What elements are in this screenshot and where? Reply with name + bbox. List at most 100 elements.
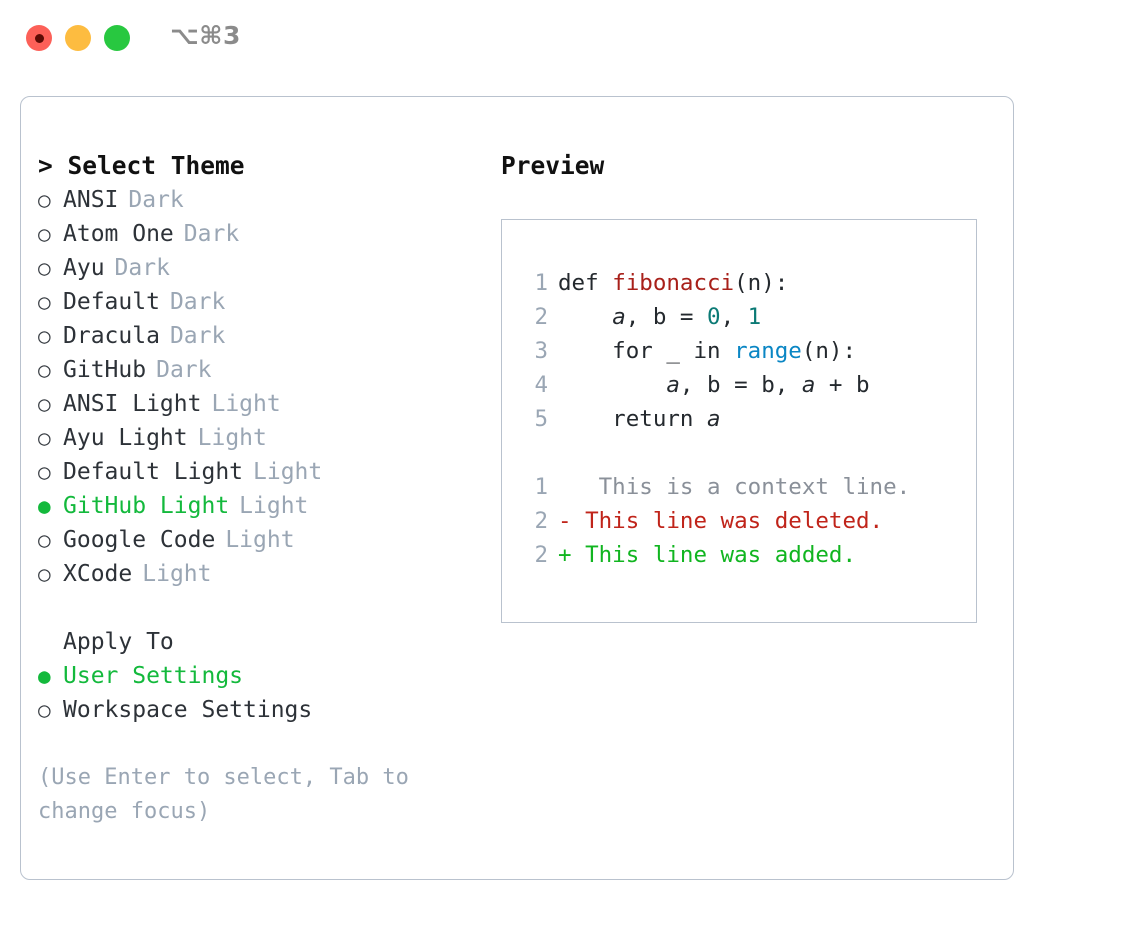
- code-token: 0: [707, 304, 721, 330]
- option-variant-tag: Light: [239, 493, 309, 519]
- radio-unselected-icon: ○: [38, 358, 51, 382]
- line-number: 2: [534, 304, 548, 330]
- option-variant-tag: Dark: [183, 221, 240, 247]
- maximize-button[interactable]: [104, 25, 130, 51]
- option-label: Ayu Light: [63, 425, 188, 451]
- radio-unselected-icon: ○: [38, 698, 51, 722]
- option-label: Ayu: [63, 255, 105, 281]
- apply-to-option-1[interactable]: ○ Workspace Settings: [38, 693, 478, 727]
- theme-option-8[interactable]: ○ Default Light Light: [38, 455, 478, 489]
- line-number: 4: [534, 372, 548, 398]
- option-variant-tag: Light: [253, 459, 323, 485]
- radio-unselected-icon: ○: [38, 256, 51, 280]
- radio-unselected-icon: ○: [38, 324, 51, 348]
- code-token: for _ in: [558, 338, 735, 364]
- code-token: a: [666, 372, 680, 398]
- code-line-4: 4 a, b = b, a + b: [520, 368, 976, 402]
- option-label: Default: [63, 289, 160, 315]
- code-token: ,: [625, 304, 653, 330]
- radio-unselected-icon: ○: [38, 562, 51, 586]
- theme-option-3[interactable]: ○ Default Dark: [38, 285, 478, 319]
- radio-unselected-icon: ○: [38, 528, 51, 552]
- window-controls: [26, 25, 130, 51]
- diff-sample: 1 This is a context line.2- This line wa…: [520, 470, 976, 572]
- theme-option-5[interactable]: ○ GitHub Dark: [38, 353, 478, 387]
- line-number: 3: [534, 338, 548, 364]
- diff-line-ctx: 1 This is a context line.: [520, 470, 976, 504]
- code-line-3: 3 for _ in range(n):: [520, 334, 976, 368]
- option-variant-tag: Dark: [156, 357, 212, 383]
- option-variant-tag: Light: [142, 561, 212, 587]
- option-label: Dracula: [63, 323, 160, 349]
- diff-text: This line was deleted.: [571, 508, 884, 534]
- code-token: + b: [815, 372, 870, 398]
- option-variant-tag: Light: [211, 391, 281, 417]
- code-token: def: [558, 270, 613, 296]
- theme-option-2[interactable]: ○ Ayu Dark: [38, 251, 478, 285]
- code-token: a: [801, 372, 816, 398]
- option-label: Atom One: [63, 221, 174, 247]
- section-spacer: [38, 591, 478, 625]
- option-label: GitHub Light: [63, 493, 230, 519]
- radio-unselected-icon: ○: [38, 290, 51, 314]
- option-variant-tag: Dark: [128, 187, 184, 213]
- radio-unselected-icon: ○: [38, 188, 51, 212]
- apply-to-option-0[interactable]: ●User Settings: [38, 659, 478, 693]
- code-token: , b = b,: [679, 372, 802, 398]
- code-token: (n):: [801, 338, 857, 364]
- option-label: Default Light: [63, 459, 244, 485]
- option-variant-tag: Light: [197, 425, 267, 451]
- line-number: 5: [534, 406, 548, 432]
- keyboard-shortcut-label: ⌥⌘3: [170, 21, 241, 50]
- code-token: [558, 372, 666, 398]
- radio-unselected-icon: ○: [38, 460, 51, 484]
- code-token: (n):: [734, 270, 789, 296]
- diff-marker: -: [558, 508, 572, 534]
- diff-marker: [558, 474, 572, 500]
- code-line-2: 2 a, b = 0, 1: [520, 300, 976, 334]
- select-theme-heading: > Select Theme: [38, 151, 245, 180]
- code-token: b: [652, 304, 667, 330]
- option-label: Workspace Settings: [63, 697, 313, 723]
- diff-text: This is a context line.: [571, 474, 911, 500]
- diff-line-add: 2+ This line was added.: [520, 538, 976, 572]
- diff-text: This line was added.: [571, 542, 857, 568]
- minimize-button[interactable]: [65, 25, 91, 51]
- apply-to-option-list[interactable]: ●User Settings ○ Workspace Settings: [38, 659, 478, 727]
- code-token: a: [612, 304, 626, 330]
- code-token: =: [666, 304, 708, 330]
- code-token: [558, 304, 612, 330]
- keyboard-hint-text: (Use Enter to select, Tab to change focu…: [38, 765, 409, 824]
- option-variant-tag: Dark: [169, 323, 226, 349]
- radio-selected-icon: ●: [38, 664, 51, 688]
- code-token: range: [734, 338, 802, 364]
- preview-heading: Preview: [501, 151, 605, 180]
- code-line-5: 5 return a: [520, 402, 976, 436]
- diff-marker: +: [558, 542, 572, 568]
- close-button[interactable]: [26, 25, 52, 51]
- theme-option-9[interactable]: ● GitHub Light Light: [38, 489, 478, 523]
- line-number: 1: [534, 270, 548, 296]
- option-label: GitHub: [63, 357, 147, 383]
- theme-option-4[interactable]: ○ Dracula Dark: [38, 319, 478, 353]
- option-variant-tag: Dark: [114, 255, 170, 281]
- code-token: return: [558, 406, 708, 432]
- option-variant-tag: Dark: [169, 289, 226, 315]
- diff-line-del: 2- This line was deleted.: [520, 504, 976, 538]
- code-diff-spacer: [520, 436, 976, 470]
- radio-unselected-icon: ○: [38, 392, 51, 416]
- line-number: 1: [534, 474, 548, 500]
- radio-selected-icon: ●: [38, 494, 51, 518]
